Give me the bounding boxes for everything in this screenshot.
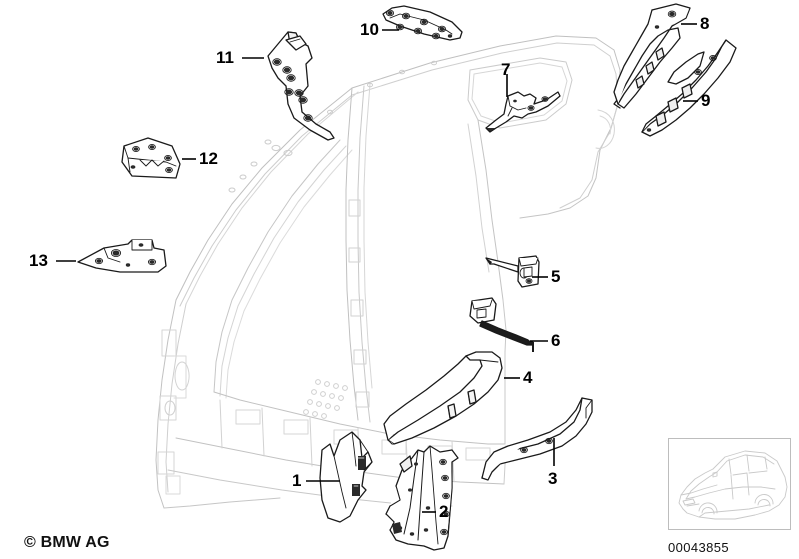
callout-number-3[interactable]: 3	[548, 469, 558, 488]
callout-number-4[interactable]: 4	[523, 368, 533, 387]
part-8-shape	[613, 3, 691, 109]
callout-number-7[interactable]: 7	[501, 60, 511, 79]
part-12-shape	[121, 137, 181, 179]
part-9-shape	[641, 39, 737, 137]
copyright-notice: © BMW AG	[24, 534, 110, 551]
callout-number-9[interactable]: 9	[701, 91, 711, 110]
callout-number-1[interactable]: 1	[292, 471, 302, 490]
callout-number-10[interactable]: 10	[360, 20, 379, 39]
part-13-shape	[77, 239, 167, 273]
part-6-shape	[469, 297, 534, 352]
callout-number-12[interactable]: 12	[199, 149, 218, 168]
callout-number-2[interactable]: 2	[439, 502, 449, 521]
part-10-shape	[382, 5, 463, 41]
diagram-part-number: 00043855	[668, 540, 730, 555]
part-1-shape	[319, 431, 373, 523]
part-7-shape	[485, 91, 561, 133]
part-5-shape	[485, 255, 540, 288]
vehicle-thumbnail-box	[668, 438, 791, 530]
callout-number-8[interactable]: 8	[700, 14, 710, 33]
part-4-shape	[383, 351, 503, 445]
callout-number-5[interactable]: 5	[551, 267, 561, 286]
part-3-shape	[481, 397, 593, 481]
part-11-shape	[267, 31, 335, 141]
part-2-shape	[385, 445, 459, 551]
vehicle-silhouette-icon	[678, 450, 788, 520]
callout-number-13[interactable]: 13	[29, 251, 48, 270]
callout-number-6[interactable]: 6	[551, 331, 561, 350]
callout-number-11[interactable]: 11	[216, 48, 234, 67]
